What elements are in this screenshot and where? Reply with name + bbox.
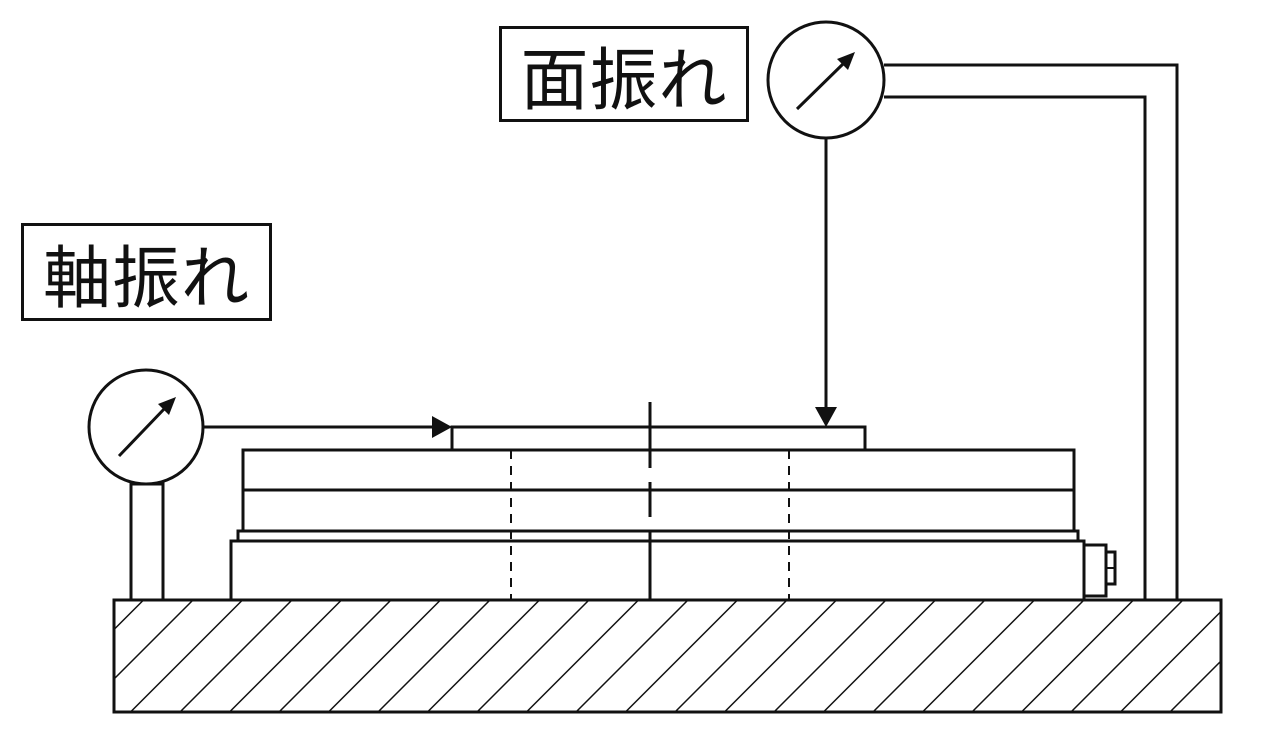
axial-runout-label: 軸振れ [21,223,272,321]
face-runout-text: 面振れ [520,41,728,121]
upper-body [241,448,1076,492]
face-gauge-needle-icon [837,52,855,70]
middle-body [241,488,1076,533]
face-dial-gauge [766,20,886,140]
face-gauge-stand [884,63,1179,602]
axial-gauge-needle-icon [158,397,176,415]
face-runout-label: 面振れ [499,26,749,122]
axial-runout-text: 軸振れ [42,239,250,319]
face-probe-arrow-icon [815,407,837,427]
axial-dial-gauge [87,368,205,486]
axial-probe-arrow-icon [432,416,452,438]
lower-body [229,539,1086,602]
top-table [450,425,867,452]
axial-gauge-stand [129,482,165,602]
side-connector [1082,543,1108,598]
base-plate [112,598,1223,714]
